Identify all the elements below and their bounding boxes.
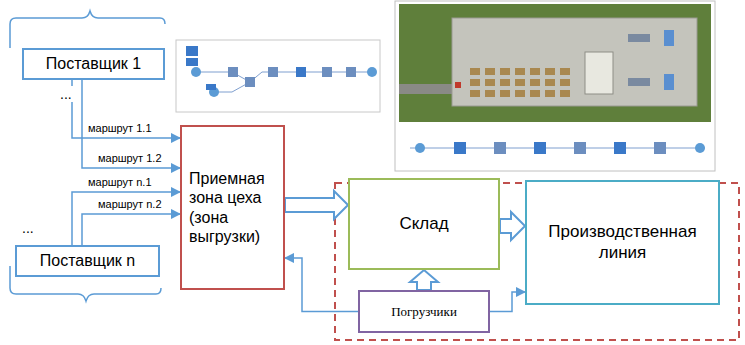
block-arrow [410, 270, 438, 290]
route-line [82, 214, 180, 245]
route-line [490, 292, 525, 312]
box-label: Погрузчики [367, 304, 481, 320]
flow-icon [206, 84, 216, 90]
forklifts-box: Погрузчики [358, 290, 490, 333]
flow-icon [186, 58, 198, 66]
route-line [72, 80, 180, 138]
pallet [545, 79, 555, 86]
screenshot-frame [176, 40, 380, 112]
pallet [530, 79, 540, 86]
box-label: Приемная зона цеха (зона выгрузки) [189, 169, 276, 246]
pallet [560, 68, 570, 75]
flow-icon [268, 67, 278, 77]
grass-field [399, 4, 711, 122]
flow-icon [654, 142, 666, 154]
ellipsis-note: ... [20, 220, 36, 236]
route-label: маршрут 1.1 [86, 122, 154, 134]
flow-icon [614, 142, 626, 154]
machine [664, 30, 674, 46]
pallet [515, 79, 525, 86]
flow-icon [186, 46, 198, 56]
flow-icon [454, 142, 466, 154]
bracket [10, 11, 165, 48]
supplier-box: Поставщик n [15, 245, 160, 277]
box-label: Производственная линия [534, 222, 711, 263]
box-label: Склад [357, 214, 491, 234]
pallet [485, 79, 495, 86]
model-screenshot-small [176, 40, 380, 112]
machine-area [585, 52, 613, 94]
truck [455, 82, 461, 88]
pallet [530, 90, 540, 97]
flow-icon [228, 67, 238, 77]
flow-icon [494, 142, 506, 154]
pallet-rows [470, 68, 570, 97]
receiving-zone-box: Приемная зона цеха (зона выгрузки) [180, 125, 285, 290]
pallet [500, 90, 510, 97]
flow-icon [191, 67, 201, 77]
flow-icon [574, 142, 586, 154]
pallet [560, 79, 570, 86]
machine [628, 78, 650, 86]
production-line-box: Производственная линия [525, 180, 720, 305]
flow-icon [367, 67, 377, 77]
pallet [500, 79, 510, 86]
ellipsis-note: ... [58, 86, 74, 102]
workshop-floor [452, 18, 697, 106]
pallet [560, 90, 570, 97]
box-label: Поставщик 1 [31, 54, 156, 73]
route-label: маршрут n.1 [86, 176, 154, 188]
flow-wire [192, 72, 372, 92]
block-arrow [500, 212, 525, 240]
flow-icon [415, 143, 425, 153]
pallet [515, 68, 525, 75]
supplier-box: Поставщик 1 [22, 48, 165, 80]
route-label: маршрут 1.2 [96, 152, 164, 164]
flow-icons [415, 142, 705, 154]
pallet [545, 68, 555, 75]
flow-icon [346, 67, 356, 77]
flow-icon [534, 142, 546, 154]
flow-icon [322, 67, 332, 77]
machine [628, 34, 650, 42]
pallet [530, 68, 540, 75]
route-line [82, 80, 180, 168]
model-screenshot-large [395, 1, 715, 171]
pallet [485, 90, 495, 97]
flow-icon [296, 67, 306, 77]
pallet [470, 79, 480, 86]
pallet [470, 90, 480, 97]
pallet [515, 90, 525, 97]
route-line [72, 192, 180, 245]
pallet [485, 68, 495, 75]
screenshot-frame [395, 1, 715, 171]
warehouse-box: Склад [348, 178, 500, 270]
machine [664, 74, 674, 90]
pallet [500, 68, 510, 75]
route-label: маршрут n.2 [96, 198, 164, 210]
block-arrow [285, 191, 348, 219]
box-label: Поставщик n [24, 251, 151, 270]
pallet [545, 90, 555, 97]
flow-icon [245, 77, 255, 87]
pallet [470, 68, 480, 75]
flow-icon [695, 143, 705, 153]
